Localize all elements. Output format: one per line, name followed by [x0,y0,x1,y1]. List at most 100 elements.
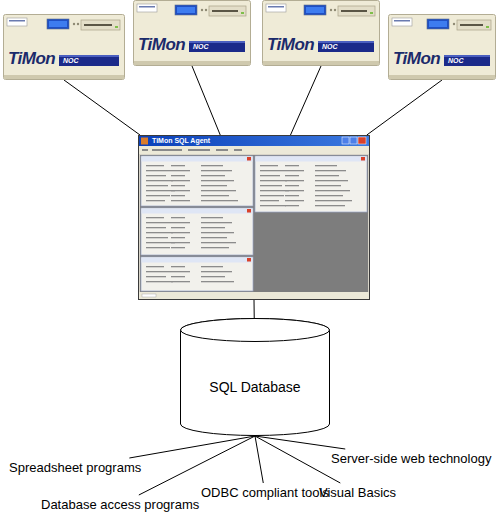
brand-band [318,41,374,52]
screen-detail [201,227,225,228]
device-badge-mark [268,6,284,8]
connector-line [290,66,321,135]
client-label: ODBC compliant tools [198,483,332,502]
brand-band-highlight [189,41,245,43]
screen-detail [146,217,164,218]
screen-detail [201,217,223,218]
screen-detail [285,190,304,191]
client-label: Database access programs [38,495,202,514]
screen-detail [146,175,166,176]
screen-detail [146,281,173,282]
screen-detail [171,276,185,277]
screen-detail [201,222,232,223]
brand-logo: TiMon [8,50,55,68]
connector-line [192,66,220,135]
screen-detail [285,185,299,186]
device-badge [392,18,412,26]
screen-detail [285,165,299,166]
screen-detail [201,237,227,238]
screen-detail [260,200,279,201]
child-close-button [247,157,251,161]
screen-detail [285,205,299,206]
screen-detail [146,237,168,238]
screen-detail [171,190,190,191]
device-node: TiMonNOC [262,0,380,66]
floppy-drive [209,6,246,16]
brand-band-highlight [444,55,490,57]
screen-detail [201,190,236,191]
device-node: TiMon NOC [133,0,251,66]
screen-detail [146,266,164,267]
screen-detail [146,276,166,277]
screen-detail [171,281,190,282]
screen-detail [146,170,171,171]
device-badge [7,18,27,26]
child-window [141,208,253,255]
device-body [389,15,496,80]
brand-band-highlight [59,55,119,57]
device-lcd [304,5,326,15]
screen-detail [146,242,175,243]
floppy-led [370,12,373,14]
screen-detail [315,200,352,201]
screen-detail [315,205,345,206]
floppy-drive [457,20,491,30]
screen-detail [146,271,171,272]
screen-detail [171,271,190,272]
client-label: Server-side web technology [328,449,494,468]
connector-line [255,436,340,483]
device-button [201,9,203,11]
status-panel [142,294,156,297]
screen-detail [171,222,190,223]
device-lcd [427,19,449,29]
client-label-text: Database access programs [41,497,199,512]
child-title-bar [142,258,253,263]
device-body [4,15,125,80]
app-icon [141,138,148,145]
screen-detail [146,195,170,196]
screen-detail [201,170,232,171]
screen-detail [201,281,234,282]
screen-detail [315,180,348,181]
floppy-led [486,26,489,28]
floppy-led [115,26,118,28]
max-button [350,137,357,144]
menu-item [152,149,182,151]
device-lcd [175,5,197,15]
client-label: Spreadsheet programs [6,458,144,477]
screen-detail [201,266,223,267]
child-close-button [361,157,365,161]
screen-detail [315,185,341,186]
device-lcd [47,19,69,29]
screen-detail [171,217,185,218]
child-window [141,156,253,206]
brand-suffix: NOC [193,42,209,51]
device-lcd-screen [49,21,67,27]
screen-detail [171,170,190,171]
floppy-slot [341,10,367,12]
device-badge [266,4,286,12]
screen-detail [171,227,185,228]
brand-band [59,55,119,66]
device-body [263,1,380,66]
brand-logo: TiMon [138,36,185,54]
database-node: SQL Database [180,318,330,436]
child-close-button [247,209,251,213]
screen-detail [285,195,299,196]
screen-detail [146,190,175,191]
connector-line [64,80,140,135]
device-base [389,75,495,79]
brand-suffix: NOC [322,42,338,51]
screen-detail [146,165,164,166]
child-title-bar [256,157,367,162]
screen-detail [285,180,304,181]
screen-detail [201,276,225,277]
screen-detail [171,185,185,186]
client-label-text: Server-side web technology [331,451,491,466]
screen-detail [260,195,284,196]
menu-item [188,149,210,151]
screen-detail [260,185,282,186]
screen-detail [285,175,299,176]
screen-detail [260,180,287,181]
